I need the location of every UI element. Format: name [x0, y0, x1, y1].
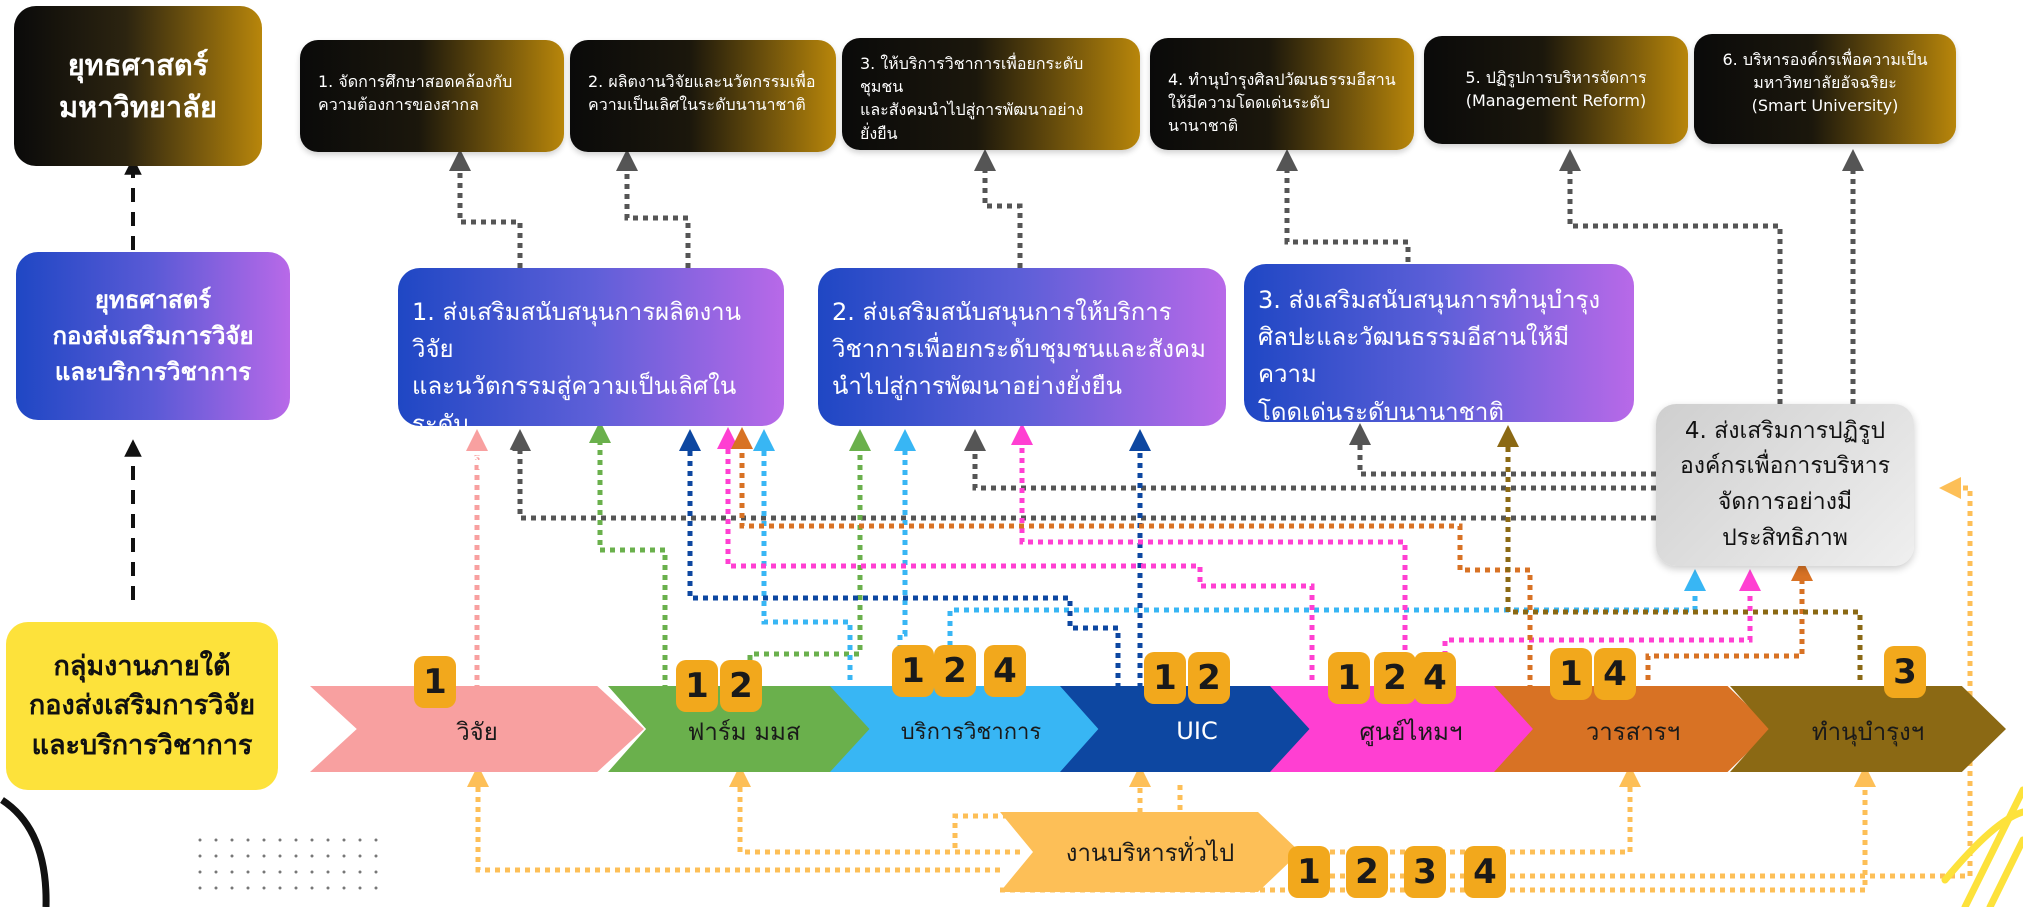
badge-silk-4: 4: [1414, 652, 1456, 704]
university-strategy-label: ยุทธศาสตร์ มหาวิทยาลัย: [14, 6, 262, 166]
division-strategy-2: 2. ส่งเสริมสนับสนุนการให้บริการ วิชาการเ…: [818, 268, 1226, 426]
badge-journal-4: 4: [1594, 648, 1636, 700]
university-strategy-5: 5. ปฏิรูปการบริหารจัดการ (Management Ref…: [1424, 36, 1688, 144]
badge-farm-1: 1: [676, 660, 718, 712]
unit-academic-service-label: บริการวิชาการ: [900, 719, 1042, 745]
badge-arts-3: 3: [1884, 646, 1926, 698]
work-groups-label: กลุ่มงานภายใต้ กองส่งเสริมการวิจัย และบร…: [6, 622, 278, 790]
division-strategy-1: 1. ส่งเสริมสนับสนุนการผลิตงานวิจัย และนว…: [398, 268, 784, 475]
unit-farm: ฟาร์ม มมส: [608, 686, 880, 772]
university-strategy-4: 4. ทำนุบำรุงศิลปวัฒนธรรมอีสาน ให้มีความโ…: [1150, 38, 1414, 150]
badge-research-1: 1: [414, 656, 456, 708]
badge-service-2: 2: [934, 645, 976, 697]
division-strategy-3: 3. ส่งเสริมสนับสนุนการทำนุบำรุง ศิลปะและ…: [1244, 264, 1634, 426]
badge-service-4: 4: [984, 645, 1026, 697]
badge-admin-4: 4: [1464, 846, 1506, 898]
unit-research-label: วิจัย: [456, 717, 498, 746]
badge-farm-2: 2: [720, 660, 762, 712]
badge-uic-2: 2: [1188, 652, 1230, 704]
unit-research: วิจัย: [310, 686, 644, 772]
unit-uic-label: UIC: [1176, 717, 1218, 745]
dot-grid-decoration: [198, 838, 378, 890]
unit-general-admin-label: งานบริหารทั่วไป: [1065, 838, 1235, 867]
badge-silk-1: 1: [1328, 652, 1370, 704]
unit-silk-center-label: ศูนย์ไหมฯ: [1359, 717, 1463, 746]
division-strategy-label: ยุทธศาสตร์ กองส่งเสริมการวิจัย และบริการ…: [16, 252, 290, 420]
arc-decoration: [0, 797, 50, 907]
badge-admin-1: 1: [1288, 846, 1330, 898]
badge-service-1: 1: [892, 645, 934, 697]
unit-academic-service: บริการวิชาการ: [830, 686, 1112, 772]
unit-farm-label: ฟาร์ม มมส: [687, 717, 801, 746]
university-strategy-1: 1. จัดการศึกษาสอดคล้องกับ ความต้องการของ…: [300, 40, 564, 152]
unit-general-admin: งานบริหารทั่วไป: [1000, 812, 1300, 892]
badge-silk-2: 2: [1374, 652, 1416, 704]
unit-journal-label: วารสารฯ: [1585, 717, 1681, 746]
badge-admin-2: 2: [1346, 846, 1388, 898]
university-strategy-3: 3. ให้บริการวิชาการเพื่อยกระดับชุมชน และ…: [842, 38, 1140, 150]
scribble-decoration: [1941, 786, 2023, 907]
university-strategy-2: 2. ผลิตงานวิจัยและนวัตกรรมเพื่อ ความเป็น…: [570, 40, 836, 152]
unit-journal: วารสารฯ: [1494, 686, 1772, 772]
badge-journal-1: 1: [1550, 648, 1592, 700]
unit-arts-culture: ทำนุบำรุงฯ: [1730, 686, 2006, 772]
unit-arts-culture-label: ทำนุบำรุงฯ: [1811, 717, 1925, 746]
badge-admin-3: 3: [1404, 846, 1446, 898]
division-strategy-4: 4. ส่งเสริมการปฏิรูป องค์กรเพื่อการบริหา…: [1656, 404, 1914, 566]
badge-uic-1: 1: [1144, 652, 1186, 704]
university-strategy-6: 6. บริหารองค์กรเพื่อความเป็น มหาวิทยาลัย…: [1694, 34, 1956, 144]
